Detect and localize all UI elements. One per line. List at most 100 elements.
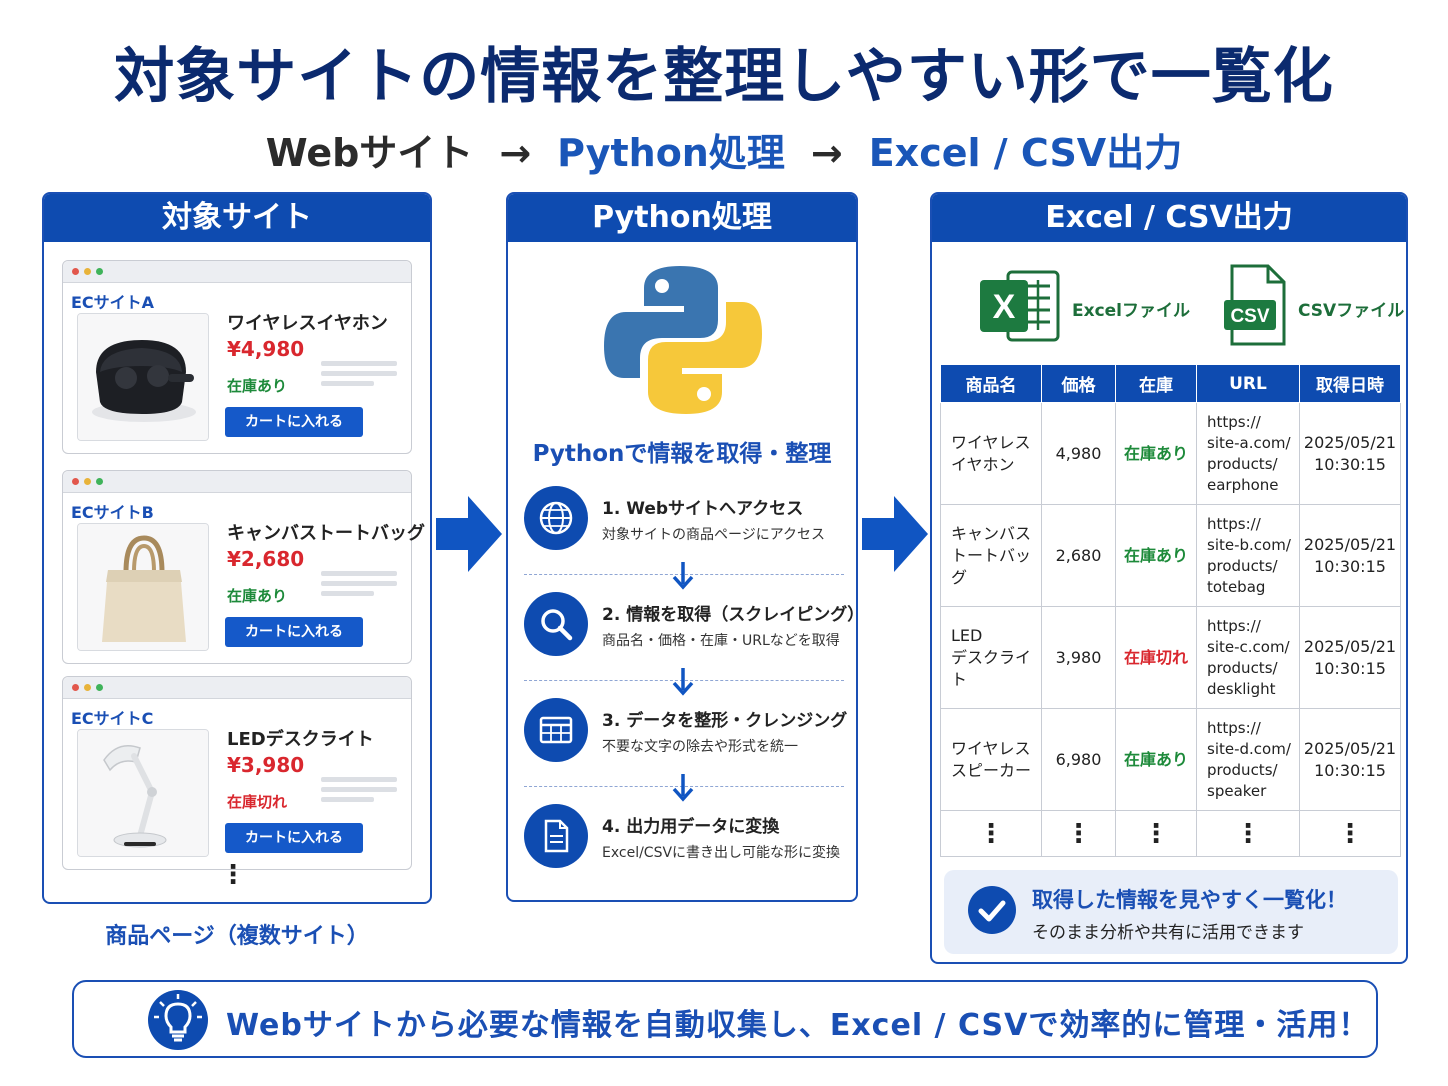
arrow-down-icon bbox=[672, 562, 694, 590]
cell-name: キャンバストートバッグ bbox=[940, 504, 1042, 607]
footer-text: Webサイトから必要な情報を自動収集し、Excel / CSVで効率的に管理・活… bbox=[226, 1008, 1370, 1043]
table-more-row: ⋮ ⋮ ⋮ ⋮ ⋮ bbox=[940, 810, 1401, 857]
step-title: 1. Webサイトへアクセス bbox=[602, 499, 804, 519]
result-subtitle: そのまま分析や共有に活用できます bbox=[1032, 923, 1304, 943]
lightbulb-icon bbox=[148, 990, 208, 1050]
globe-icon bbox=[524, 486, 588, 550]
table-icon bbox=[524, 698, 588, 762]
sites-panel-title: 対象サイト bbox=[44, 194, 430, 242]
product-title: キャンバストートバッグ bbox=[227, 523, 425, 544]
document-icon bbox=[524, 804, 588, 868]
cell-price: 3,980 bbox=[1041, 606, 1116, 709]
result-title: 取得した情報を見やすく一覧化！ bbox=[1032, 888, 1347, 912]
step-scrape: 2. 情報を取得（スクレイピング） 商品名・価格・在庫・URLなどを取得 bbox=[524, 592, 856, 676]
add-to-cart-button[interactable]: カートに入れる bbox=[225, 407, 363, 437]
add-to-cart-button[interactable]: カートに入れる bbox=[225, 617, 363, 647]
browser-bar bbox=[63, 677, 411, 699]
main-title: 対象サイトの情報を整理しやすい形で一覧化 bbox=[114, 42, 1334, 112]
earphone-image bbox=[77, 313, 209, 441]
python-panel: Python処理 Pythonで情報を取得・整理 1. Webサイトへアクセス … bbox=[506, 192, 858, 902]
more-indicator: ⋮ bbox=[1041, 810, 1116, 857]
placeholder-lines bbox=[321, 777, 397, 807]
flow-step-output: Excel / CSV出力 bbox=[868, 131, 1183, 175]
browser-bar bbox=[63, 261, 411, 283]
result-callout: 取得した情報を見やすく一覧化！ そのまま分析や共有に活用できます bbox=[944, 870, 1398, 954]
step-title: 3. データを整形・クレンジング bbox=[602, 711, 848, 731]
output-table: 商品名 価格 在庫 URL 取得日時 ワイヤレスイヤホン 4,980 在庫あり … bbox=[940, 364, 1401, 857]
product-price: ¥2,680 bbox=[227, 547, 305, 571]
add-to-cart-button[interactable]: カートに入れる bbox=[225, 823, 363, 853]
flow-step-website: Webサイト bbox=[265, 131, 474, 175]
step-title: 2. 情報を取得（スクレイピング） bbox=[602, 605, 858, 625]
python-panel-title: Python処理 bbox=[508, 194, 856, 242]
python-subtitle: Pythonで情報を取得・整理 bbox=[532, 441, 832, 467]
more-indicator: ⋮ bbox=[1299, 810, 1401, 857]
stock-status: 在庫あり bbox=[227, 587, 288, 605]
cell-stock: 在庫あり bbox=[1115, 504, 1197, 607]
csv-file-label: CSVファイル bbox=[1298, 301, 1405, 321]
site-card-a: ECサイトA ワイヤレスイヤホン ¥4,980 在庫あり カートに入れる bbox=[62, 260, 412, 454]
search-icon bbox=[524, 592, 588, 656]
csv-file-icon: CSV bbox=[1224, 264, 1286, 346]
site-card-b: ECサイトB キャンバストートバッグ ¥2,680 在庫あり カートに入れる bbox=[62, 470, 425, 664]
excel-file-icon: X bbox=[980, 270, 1060, 342]
cell-price: 6,980 bbox=[1041, 708, 1116, 811]
step-desc: 不要な文字の除去や形式を統一 bbox=[602, 739, 798, 755]
site-name: ECサイトB bbox=[71, 503, 154, 522]
placeholder-lines bbox=[321, 571, 397, 601]
sites-caption: 商品ページ（複数サイト） bbox=[105, 924, 369, 949]
flow-summary: Webサイト→Python処理→Excel / CSV出力 bbox=[0, 122, 1448, 177]
more-indicator: ⋮ bbox=[1115, 810, 1197, 857]
desk-lamp-image bbox=[77, 729, 209, 857]
arrow-right-icon bbox=[436, 496, 502, 572]
cell-url: https://site-c.com/products/desklight bbox=[1196, 606, 1300, 709]
cell-price: 4,980 bbox=[1041, 402, 1116, 505]
table-header-row: 商品名 価格 在庫 URL 取得日時 bbox=[940, 364, 1401, 403]
step-desc: 商品名・価格・在庫・URLなどを取得 bbox=[602, 633, 840, 649]
tote-bag-image bbox=[77, 523, 209, 651]
footer-banner: Webサイトから必要な情報を自動収集し、Excel / CSVで効率的に管理・活… bbox=[72, 980, 1378, 1058]
step-desc: Excel/CSVに書き出し可能な形に変換 bbox=[602, 845, 841, 861]
column-header: 取得日時 bbox=[1299, 364, 1401, 403]
step-desc: 対象サイトの商品ページにアクセス bbox=[602, 527, 826, 543]
more-indicator: ⋮ bbox=[940, 810, 1042, 857]
flow-arrow-2: → bbox=[810, 131, 843, 175]
excel-file-label: Excelファイル bbox=[1072, 301, 1191, 321]
table-row: ワイヤレススピーカー 6,980 在庫あり https://site-d.com… bbox=[940, 708, 1401, 811]
output-panel-title: Excel / CSV出力 bbox=[932, 194, 1406, 242]
cell-stock: 在庫切れ bbox=[1115, 606, 1197, 709]
cell-url: https://site-d.com/products/speaker bbox=[1196, 708, 1300, 811]
step-access: 1. Webサイトへアクセス 対象サイトの商品ページにアクセス bbox=[524, 486, 854, 570]
stock-status: 在庫切れ bbox=[227, 793, 288, 811]
cell-name: ワイヤレススピーカー bbox=[940, 708, 1042, 811]
cell-url: https://site-a.com/products/earphone bbox=[1196, 402, 1300, 505]
cell-name: ワイヤレスイヤホン bbox=[940, 402, 1042, 505]
more-indicator: ⋮ bbox=[1196, 810, 1300, 857]
arrow-right-icon bbox=[862, 496, 928, 572]
python-logo-icon bbox=[604, 266, 762, 414]
flow-arrow-1: → bbox=[499, 131, 532, 175]
table-row: キャンバストートバッグ 2,680 在庫あり https://site-b.co… bbox=[940, 504, 1401, 607]
column-header: 在庫 bbox=[1115, 364, 1197, 403]
site-name: ECサイトA bbox=[71, 293, 155, 312]
arrow-down-icon bbox=[672, 774, 694, 802]
step-title: 4. 出力用データに変換 bbox=[602, 817, 780, 837]
step-convert: 4. 出力用データに変換 Excel/CSVに書き出し可能な形に変換 bbox=[524, 804, 854, 888]
column-header: URL bbox=[1196, 364, 1300, 403]
more-sites-indicator: ⋮ bbox=[220, 860, 246, 890]
product-title: ワイヤレスイヤホン bbox=[227, 313, 388, 334]
placeholder-lines bbox=[321, 361, 397, 391]
cell-url: https://site-b.com/products/totebag bbox=[1196, 504, 1300, 607]
check-icon bbox=[968, 886, 1016, 934]
arrow-down-icon bbox=[672, 668, 694, 696]
column-header: 商品名 bbox=[940, 364, 1042, 403]
output-panel: Excel / CSV出力 X Excelファイル CSV CSVファイル 商品… bbox=[930, 192, 1408, 964]
site-card-c: ECサイトC LEDデスクライト ¥3,980 在庫切れ カートに入れる bbox=[62, 676, 412, 870]
cell-price: 2,680 bbox=[1041, 504, 1116, 607]
